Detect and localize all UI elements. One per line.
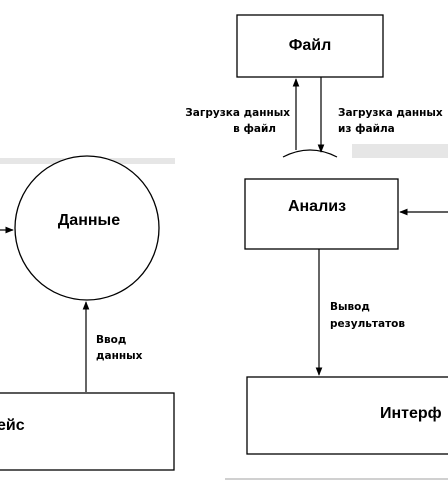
- file-connector-arc: [282, 149, 338, 158]
- edge-label-load-to-file-2: в файл: [233, 123, 276, 135]
- edge-label-input-2: данных: [96, 350, 143, 362]
- edge-label-load-to-file-1: Загрузка данных: [185, 107, 290, 119]
- edge-label-output-2: результатов: [330, 318, 405, 330]
- data-node: [14, 155, 160, 301]
- analysis-node: [244, 178, 399, 250]
- edge-label-input-1: Ввод: [96, 334, 126, 346]
- file-node-label: Файл: [289, 37, 332, 54]
- file-node: [236, 14, 384, 78]
- edge-label-output-1: Вывод: [330, 301, 370, 313]
- interface-node-right-label: Интерф: [380, 405, 442, 422]
- edge-label-load-from-file-2: из файла: [338, 123, 395, 135]
- scan-artifact-right: [352, 144, 448, 158]
- data-node-label: Данные: [58, 212, 120, 229]
- edge-label-load-from-file-1: Загрузка данных: [338, 107, 443, 119]
- interface-node-left-label: ейс: [0, 417, 25, 434]
- interface-node-left: [0, 392, 175, 471]
- interface-node-right: [246, 376, 448, 455]
- scan-artifact-bottom: [225, 478, 448, 480]
- analysis-node-label: Анализ: [288, 198, 346, 215]
